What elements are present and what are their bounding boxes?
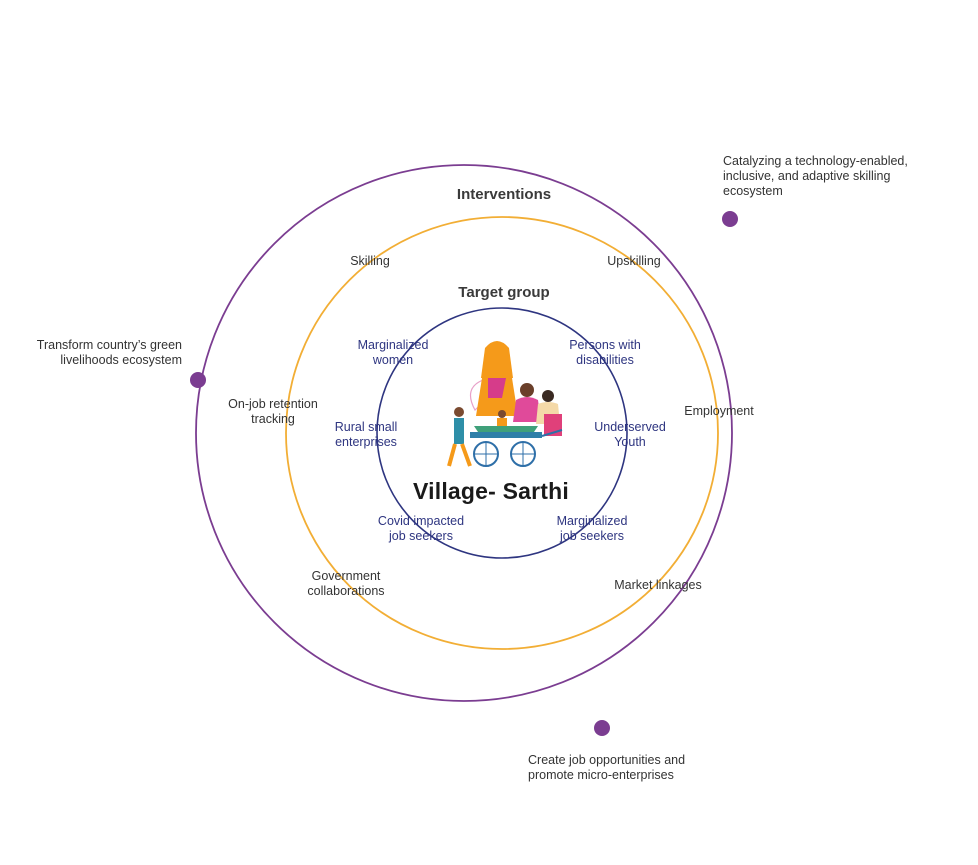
intervention-on-job-retention: On-job retention tracking [228, 397, 318, 426]
callout-technology-skilling: Catalyzing a technology-enabled, inclusi… [723, 154, 908, 198]
intervention-employment: Employment [684, 404, 754, 418]
target-marginalized-women: Marginalized women [357, 338, 429, 367]
outer-ring [195, 164, 733, 702]
outer-ring-dot-top-right [722, 211, 738, 227]
middle-ring [285, 216, 719, 650]
village-sarthi-brand: Village- Sarthi [413, 478, 569, 504]
target-underserved-youth: Underserved Youth [594, 420, 666, 449]
outer-ring-dot-left [190, 372, 206, 388]
inner-ring [376, 307, 628, 559]
intervention-upskilling: Upskilling [607, 254, 661, 268]
intervention-government-collaborations: Government collaborations [307, 569, 385, 598]
street-vendor-family-illustration [447, 341, 563, 467]
intervention-skilling: Skilling [350, 254, 390, 268]
target-rural-small-enterprises: Rural small enterprises [334, 420, 398, 449]
target-group-title: Target group [458, 284, 550, 301]
target-marginalized-job-seekers: Marginalized job seekers [556, 514, 628, 543]
callout-job-opportunities: Create job opportunities and promote mic… [528, 753, 686, 782]
target-covid-impacted-job-seekers: Covid impacted job seekers [377, 514, 465, 543]
target-persons-with-disabilities: Persons with disabilities [569, 338, 641, 367]
interventions-title: Interventions [456, 186, 552, 203]
outer-ring-dot-bottom [594, 720, 610, 736]
callout-green-livelihoods: Transform country’s green livelihoods ec… [36, 338, 182, 367]
intervention-market-linkages: Market linkages [614, 578, 702, 592]
